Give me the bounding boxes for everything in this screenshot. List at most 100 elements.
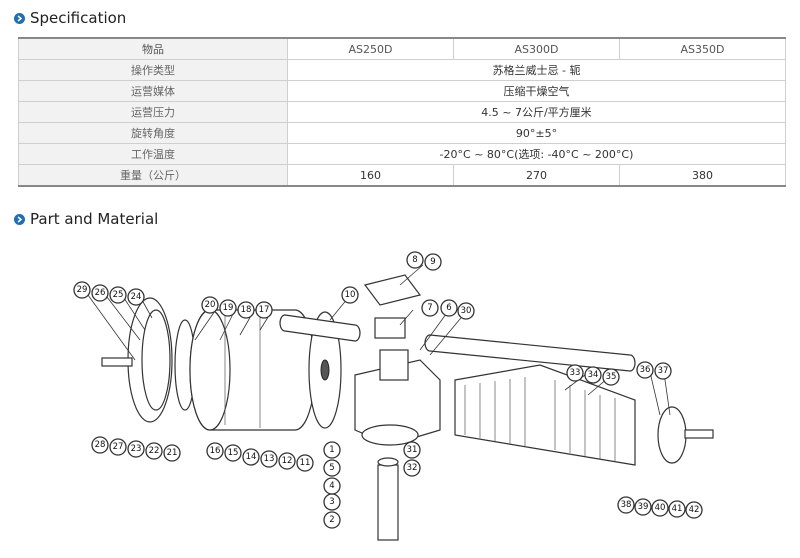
part-callout-22: 22 <box>145 442 163 460</box>
part-callout-23: 23 <box>127 440 145 458</box>
part-callout-30: 30 <box>457 302 475 320</box>
part-callout-label: 30 <box>461 306 472 316</box>
shaft-bushing <box>377 457 399 467</box>
part-callout-label: 36 <box>640 365 651 375</box>
spring-guide-rod <box>424 334 636 372</box>
row-value: 4.5 ~ 7公斤/平方厘米 <box>286 101 787 123</box>
part-callout-label: 40 <box>655 503 666 513</box>
part-callout-6: 6 <box>440 299 458 317</box>
center-housing <box>354 359 441 446</box>
part-callout-20: 20 <box>201 296 219 314</box>
piston-hub <box>320 359 330 381</box>
row-label: 工作温度 <box>18 143 288 165</box>
part-callout-label: 23 <box>131 444 142 454</box>
part-callout-label: 18 <box>241 305 252 315</box>
top-plate <box>363 274 422 306</box>
end-cap-inner <box>141 309 171 411</box>
chevron-right-icon <box>14 213 25 225</box>
part-callout-14: 14 <box>242 448 260 466</box>
part-callout-35: 35 <box>602 368 620 386</box>
yoke-block <box>379 349 409 381</box>
top-adapter <box>374 317 406 339</box>
part-callout-1: 1 <box>323 441 341 459</box>
part-callout-34: 34 <box>584 366 602 384</box>
specification-title: Specification <box>30 9 127 27</box>
spring-housing <box>454 364 636 466</box>
part-callout-3: 3 <box>323 493 341 511</box>
row-label: 重量（公斤） <box>18 164 288 187</box>
weight-value: 380 <box>618 164 787 187</box>
part-callout-19: 19 <box>219 299 237 317</box>
part-callout-29: 29 <box>73 281 91 299</box>
part-callout-18: 18 <box>237 301 255 319</box>
part-callout-label: 27 <box>113 442 124 452</box>
part-callout-9: 9 <box>424 253 442 271</box>
table-header-model: AS350D <box>618 37 787 60</box>
part-callout-26: 26 <box>91 284 109 302</box>
specification-heading: Specification <box>14 9 126 27</box>
part-callout-5: 5 <box>323 459 341 477</box>
part-callout-2: 2 <box>323 511 341 529</box>
part-callout-label: 10 <box>345 290 356 300</box>
bolt-left <box>101 357 133 367</box>
part-callout-10: 10 <box>341 286 359 304</box>
part-callout-label: 6 <box>446 303 451 313</box>
part-callout-label: 17 <box>259 305 270 315</box>
part-callout-label: 3 <box>329 497 334 507</box>
weight-value: 160 <box>286 164 454 187</box>
part-callout-label: 11 <box>300 458 311 468</box>
part-callout-label: 15 <box>228 448 239 458</box>
part-callout-25: 25 <box>109 286 127 304</box>
part-callout-37: 37 <box>654 362 672 380</box>
part-callout-label: 14 <box>246 452 257 462</box>
part-callout-label: 41 <box>672 504 683 514</box>
part-callout-12: 12 <box>278 452 296 470</box>
part-callout-41: 41 <box>668 500 686 518</box>
part-callout-38: 38 <box>617 496 635 514</box>
bolt-right <box>684 429 714 439</box>
part-callout-33: 33 <box>566 364 584 382</box>
part-callout-label: 12 <box>282 456 293 466</box>
cylinder-end <box>189 309 231 431</box>
weight-value: 270 <box>452 164 620 187</box>
part-callout-4: 4 <box>323 477 341 495</box>
part-callout-label: 39 <box>638 502 649 512</box>
part-callout-36: 36 <box>636 361 654 379</box>
part-callout-label: 8 <box>412 255 417 265</box>
part-callout-label: 32 <box>407 463 418 473</box>
row-value: 苏格兰威士忌 - 轭 <box>286 59 787 81</box>
part-callout-label: 25 <box>113 290 124 300</box>
end-cap-right <box>657 406 687 464</box>
part-callout-label: 33 <box>570 368 581 378</box>
table-header-model: AS250D <box>286 37 454 60</box>
part-callout-label: 29 <box>77 285 88 295</box>
part-callout-24: 24 <box>127 288 145 306</box>
part-callout-label: 26 <box>95 288 106 298</box>
part-callout-label: 42 <box>689 505 700 515</box>
part-callout-label: 22 <box>149 446 160 456</box>
part-callout-42: 42 <box>685 501 703 519</box>
part-callout-7: 7 <box>421 299 439 317</box>
part-callout-label: 38 <box>621 500 632 510</box>
part-callout-39: 39 <box>634 498 652 516</box>
table-row-weight: 重量（公斤） 160 270 380 <box>18 164 787 187</box>
part-callout-31: 31 <box>403 441 421 459</box>
part-material-title: Part and Material <box>30 210 159 228</box>
part-callout-label: 9 <box>430 257 435 267</box>
part-callout-label: 35 <box>606 372 617 382</box>
row-label: 操作类型 <box>18 59 288 81</box>
table-row: 旋转角度 90°±5° <box>18 122 787 144</box>
part-callout-label: 4 <box>329 481 334 491</box>
row-label: 运营压力 <box>18 101 288 123</box>
part-callout-label: 7 <box>427 303 432 313</box>
part-callout-40: 40 <box>651 499 669 517</box>
leader-lines <box>87 264 671 416</box>
part-callout-32: 32 <box>403 459 421 477</box>
table-row: 工作温度 -20°C ~ 80°C(选项: -40°C ~ 200°C) <box>18 143 787 165</box>
table-header-row: 物品 AS250D AS300D AS350D <box>18 37 787 60</box>
housing-base <box>361 424 419 446</box>
part-callout-label: 16 <box>210 446 221 456</box>
part-callout-17: 17 <box>255 301 273 319</box>
